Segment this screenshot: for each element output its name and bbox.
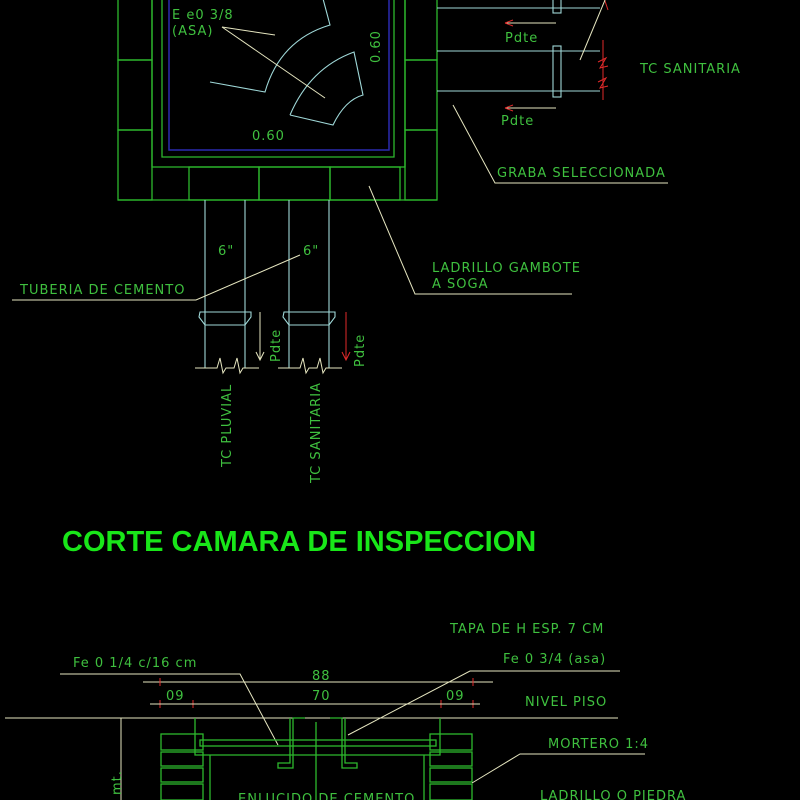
- dim-vertical: 0.60: [369, 30, 384, 63]
- section-title: CORTE CAMARA DE INSPECCION: [62, 526, 536, 558]
- enlucido-label: ENLUCIDO DE CEMENTO: [238, 792, 415, 800]
- nivel-piso-label: NIVEL PISO: [525, 695, 607, 710]
- unit-label: mt.: [110, 770, 125, 795]
- fe-small-leader: [60, 673, 279, 746]
- dim-right: 09: [446, 689, 465, 704]
- plan-walls: [117, 0, 438, 201]
- tc-sanitaria-label: TC SANITARIA: [639, 62, 741, 77]
- mortero-leader: [471, 753, 645, 784]
- tapa-label: TAPA DE H ESP. 7 CM: [449, 622, 604, 637]
- slope-label: Pdte: [505, 31, 538, 46]
- dim-mid: 70: [312, 689, 331, 704]
- rebar-handles: [209, 0, 364, 126]
- fe-large-label: Fe 0 3/4 (asa): [503, 652, 606, 667]
- rebar-label: E e0 3/8: [172, 8, 234, 23]
- graba-label: GRABA SELECCIONADA: [497, 166, 666, 181]
- right-pipes: [437, 0, 609, 112]
- rebar-sublabel: (ASA): [172, 24, 213, 39]
- pipe-size-2: 6": [303, 244, 319, 259]
- tc-sanitaria-bottom-label: TC SANITARIA: [309, 382, 324, 484]
- dim-left: 09: [166, 689, 185, 704]
- dim-horizontal: 0.60: [252, 129, 285, 144]
- graba-leader: [452, 104, 668, 184]
- tuberia-label: TUBERIA DE CEMENTO: [19, 283, 185, 298]
- slope-label: Pdte: [269, 329, 284, 362]
- pipe-size-1: 6": [218, 244, 234, 259]
- slope-label: Pdte: [501, 114, 534, 129]
- tuberia-leader: [12, 254, 301, 301]
- fe-small-label: Fe 0 1/4 c/16 cm: [73, 656, 197, 671]
- dim-total: 88: [312, 669, 331, 684]
- mortero-label: MORTERO 1:4: [548, 737, 649, 752]
- tc-pluvial-label: TC PLUVIAL: [220, 384, 235, 468]
- fe-large-leader: [347, 670, 620, 736]
- ladrillo-label-1: LADRILLO GAMBOTE: [432, 261, 581, 276]
- ladrillo-piedra-label: LADRILLO O PIEDRA: [540, 789, 686, 800]
- bottom-pipes: [195, 200, 351, 375]
- section-walls: [160, 717, 473, 800]
- ladrillo-label-2: A SOGA: [432, 277, 488, 292]
- ladrillo-leader: [368, 185, 572, 295]
- slope-label: Pdte: [353, 334, 368, 367]
